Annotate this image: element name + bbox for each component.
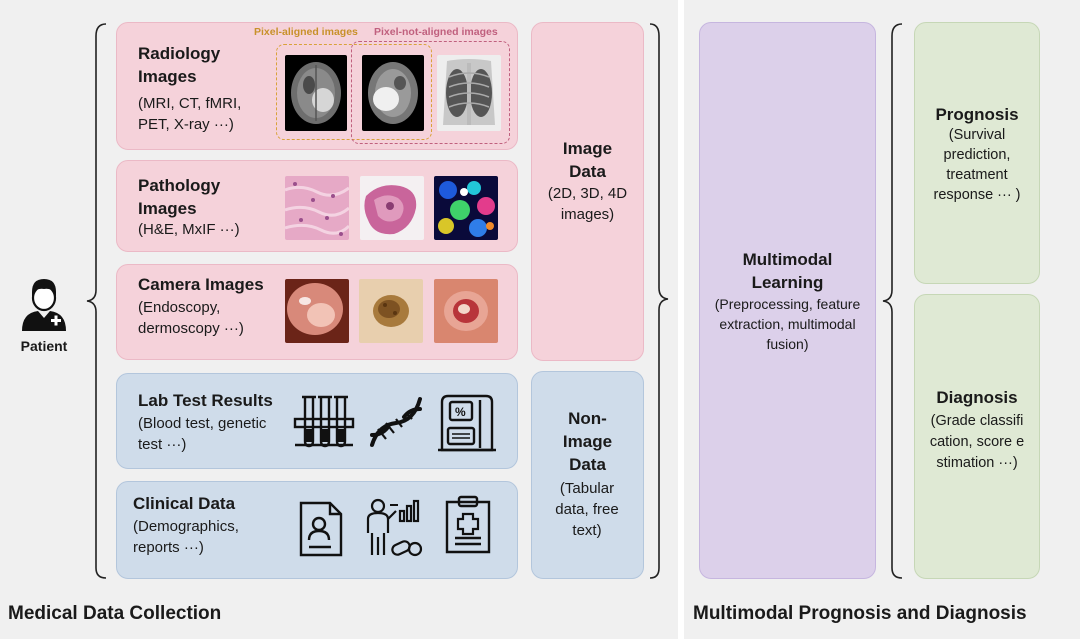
left-brace <box>86 23 107 579</box>
clinical-title: Clinical Data <box>133 494 236 513</box>
prognosis-title: Prognosis <box>935 105 1019 124</box>
multimodal-learning-box <box>699 22 876 579</box>
image-data-box <box>531 22 644 361</box>
multimodal-learning-subtitle: (Preprocessing, feature extraction, mult… <box>714 296 861 352</box>
diagnosis-title: Diagnosis <box>936 388 1018 407</box>
lab-subtitle: (Blood test, genetic test ···) <box>138 415 267 453</box>
pixel-not-aligned-label: Pixel-not-aligned images <box>374 26 498 38</box>
mri-thumbnail-2 <box>362 55 424 131</box>
diagnosis-box <box>914 294 1040 579</box>
non-image-data-title: Non-Image Data <box>562 409 613 474</box>
multimodal-prognosis-diagnosis-title: Multimodal Prognosis and Diagnosis <box>693 603 1027 624</box>
camera-subtitle: (Endoscopy, dermoscopy ···) <box>138 299 244 337</box>
prognosis-box <box>914 22 1040 284</box>
patient-drugs-icon <box>366 498 423 557</box>
pathology-title: Pathology Images <box>138 176 221 218</box>
endoscopy-thumbnail <box>285 279 349 343</box>
non-image-data-box <box>531 371 644 579</box>
clinical-subtitle: (Demographics, reports ···) <box>133 518 239 556</box>
xray-thumbnail <box>437 55 501 131</box>
radiology-subtitle: (MRI, CT, fMRI, PET, X-ray ···) <box>138 95 242 133</box>
he-tissue-thumbnail <box>285 176 349 240</box>
pixel-aligned-label: Pixel-aligned images <box>254 26 358 38</box>
camera-wound-thumbnail <box>434 279 498 343</box>
test-tubes-icon <box>293 395 355 448</box>
diagnosis-subtitle: (Grade classification, score estimation … <box>929 413 1025 471</box>
patient-avatar-icon <box>22 279 66 331</box>
lab-title: Lab Test Results <box>138 391 273 410</box>
prognosis-subtitle: (Survival prediction, treatment response… <box>933 127 1021 203</box>
lab-analyzer-icon: % <box>438 394 496 452</box>
radiology-title: Radiology Images <box>138 44 221 86</box>
non-image-data-subtitle: (Tabular data, free text) <box>555 480 619 539</box>
camera-title: Camera Images <box>138 275 264 294</box>
multimodal-learning-title: Multimodal Learning <box>742 250 833 292</box>
image-data-subtitle: (2D, 3D, 4D images) <box>547 185 628 223</box>
clipboard-report-icon <box>445 495 491 554</box>
pixel-not-aligned-dashed-frame <box>351 41 510 144</box>
dermoscopy-thumbnail <box>359 279 423 343</box>
profile-document-icon <box>299 501 343 557</box>
outcome-left-brace <box>882 23 903 579</box>
collection-right-brace <box>649 23 669 579</box>
medical-data-collection-title: Medical Data Collection <box>8 603 222 624</box>
mri-thumbnail-1 <box>285 55 347 131</box>
mxif-thumbnail <box>434 176 498 240</box>
patient-label: Patient <box>20 338 68 354</box>
svg-text:%: % <box>455 405 466 419</box>
dna-icon <box>370 397 422 447</box>
pathology-subtitle: (H&E, MxIF ···) <box>138 221 240 238</box>
he-slide-thumbnail <box>360 176 424 240</box>
image-data-title: Image Data <box>562 139 613 181</box>
